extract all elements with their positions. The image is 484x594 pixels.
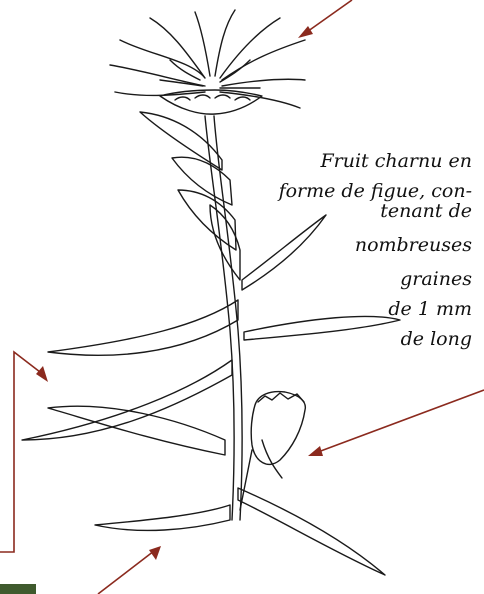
caption-line: de 1 mm bbox=[232, 294, 472, 324]
arrow-icon bbox=[0, 352, 48, 552]
caption-line: graines bbox=[232, 264, 472, 294]
flower-head-icon bbox=[110, 10, 305, 114]
leaf bbox=[238, 488, 385, 575]
arrow-icon bbox=[98, 546, 161, 594]
leaf bbox=[48, 300, 238, 355]
caption-line: nombreuses bbox=[232, 230, 472, 260]
caption-line: Fruit charnu en bbox=[232, 146, 472, 176]
fruit-description-caption: Fruit charnu en forme de figue, con- ten… bbox=[232, 146, 472, 354]
fig-fruit bbox=[251, 392, 305, 465]
leaf bbox=[178, 190, 236, 250]
leaf bbox=[95, 505, 230, 530]
photo-thumbnail-corner bbox=[0, 584, 36, 594]
caption-line: de long bbox=[232, 324, 472, 354]
leaf bbox=[22, 360, 232, 440]
arrow-icon bbox=[308, 390, 484, 456]
arrow-icon bbox=[298, 0, 352, 38]
leaf bbox=[48, 406, 225, 455]
